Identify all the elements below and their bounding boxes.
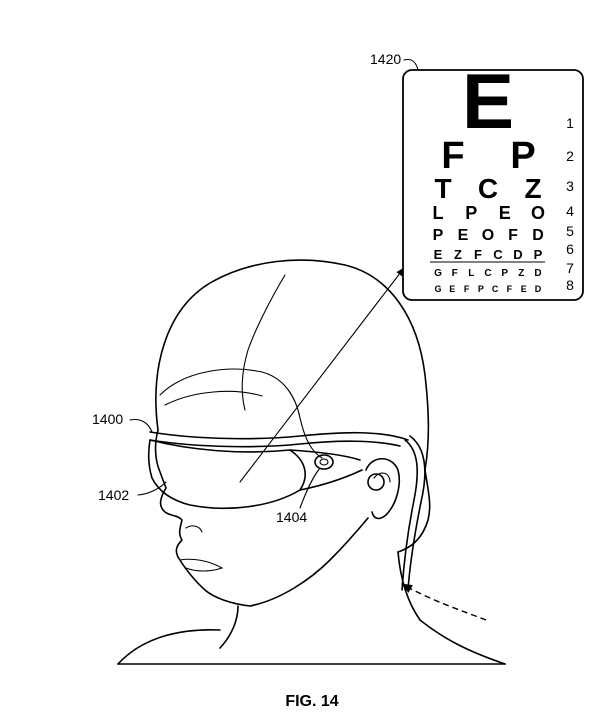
chart-row-number: 1 [566, 115, 574, 131]
label-1402: 1402 [98, 487, 129, 503]
figure-caption: FIG. 14 [285, 693, 338, 710]
chart-row-number: 8 [566, 277, 574, 293]
chart-letter: F [464, 284, 470, 294]
chart-letter: O [531, 203, 545, 223]
chart-letter: E [434, 247, 443, 262]
temple-arm [289, 449, 363, 491]
chart-letter: Z [454, 247, 462, 262]
chart-letter: F [508, 227, 518, 244]
leader-1400 [129, 418, 153, 433]
chart-letter: L [433, 203, 444, 223]
chart-letter: E [499, 203, 511, 223]
chart-letter: C [478, 173, 498, 204]
leader-1420 [403, 58, 419, 71]
chart-letter: L [468, 268, 474, 279]
chart-row-number: 6 [566, 241, 574, 257]
chart-letter: F [507, 284, 513, 294]
label-1404: 1404 [276, 509, 307, 525]
cable-2 [407, 435, 426, 591]
ear-bud [367, 473, 385, 491]
chart-letter: P [478, 284, 484, 294]
chart-letter: D [535, 284, 542, 294]
chart-letter: G [434, 268, 442, 279]
movement-arrow [401, 583, 487, 621]
chart-row-number: 3 [566, 178, 574, 194]
earpiece-inner [319, 458, 329, 466]
projection-line [239, 267, 405, 483]
chart-letter: T [434, 173, 451, 204]
head-outline [155, 259, 430, 471]
leader-1402 [137, 481, 167, 496]
chart-letter: E [462, 57, 514, 145]
chart-row-number: 2 [566, 148, 574, 164]
eye-chart-frame [402, 69, 584, 301]
chart-letter: P [433, 227, 444, 244]
chart-letter: C [493, 247, 503, 262]
chart-letter: C [484, 268, 491, 279]
cap-seam [241, 274, 286, 411]
chart-letter: E [521, 284, 527, 294]
frame-top [149, 431, 409, 441]
chart-letter: P [510, 135, 535, 177]
chart-letter: Z [524, 173, 541, 204]
headset [147, 431, 426, 591]
chart-row-number: 4 [566, 203, 574, 219]
leader-1404 [299, 467, 321, 509]
chart-letter: F [474, 247, 482, 262]
chart-row-number: 7 [566, 260, 574, 276]
cap-band [159, 368, 323, 459]
chart-letter: P [501, 268, 508, 279]
chart-letter: Z [518, 268, 524, 279]
chart-letter: P [534, 247, 543, 262]
chart-letter: D [534, 268, 541, 279]
head-illustration [117, 259, 506, 665]
ear [365, 457, 401, 520]
chart-letter: C [492, 284, 499, 294]
chart-letter: G [434, 284, 441, 294]
label-1400: 1400 [92, 411, 123, 427]
cap-band-inner [164, 390, 263, 406]
neck-front [219, 605, 239, 649]
chart-letter: P [465, 203, 477, 223]
chart-letter: O [482, 227, 494, 244]
chart-letter: E [449, 284, 455, 294]
lens-visor [147, 439, 306, 510]
chart-letter: F [452, 268, 458, 279]
cable [401, 439, 419, 591]
chart-letter: F [441, 135, 464, 177]
chart-row-number: 5 [566, 223, 574, 239]
earpiece [314, 454, 334, 470]
frame-top-2 [149, 439, 401, 448]
face-profile [154, 429, 251, 607]
label-1420: 1420 [370, 51, 401, 67]
chart-letter: D [513, 247, 522, 262]
shoulders [117, 619, 506, 665]
jaw [249, 517, 369, 607]
back-of-head [397, 469, 431, 553]
ear-inner [373, 472, 391, 483]
chart-letter: E [458, 227, 469, 244]
chart-letter: D [532, 227, 544, 244]
nostril [185, 525, 203, 533]
mouth [179, 558, 224, 572]
